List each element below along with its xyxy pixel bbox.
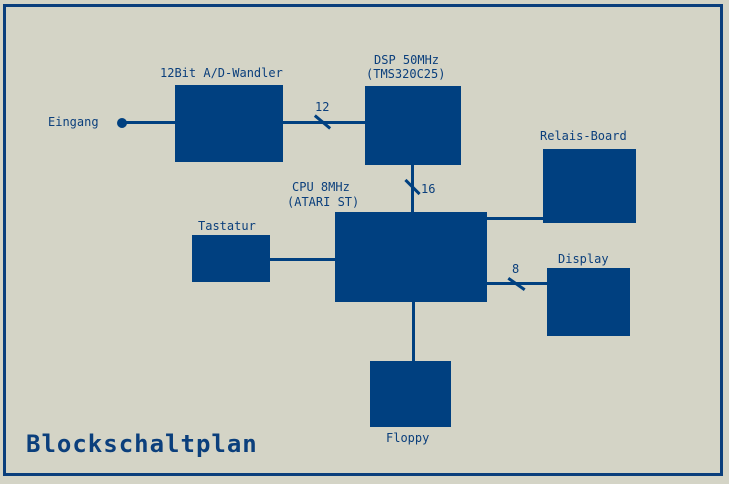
input-line [122,121,176,124]
cpu-block [335,212,487,302]
bus-width-label: 12 [315,100,330,114]
floppy-block [370,361,451,427]
dsp-label: DSP 50MHz [374,53,440,67]
tastatur-block [192,235,270,282]
relais-label: Relais-Board [540,129,627,143]
cpu-floppy-line [412,302,415,362]
bus-width-label: 8 [512,262,520,276]
cpu-label: CPU 8MHz [292,180,350,194]
diagram-title: Blockschaltplan [26,430,258,458]
dsp-block [365,86,461,165]
tastatur-cpu-line [270,258,335,261]
cpu-sublabel: (ATARI ST) [287,195,360,209]
bus-width-label: 16 [421,182,436,196]
dsp-sublabel: (TMS320C25) [366,67,446,81]
input-label: Eingang [48,115,99,129]
relais-block [543,149,636,223]
cpu-relais-line [487,217,543,220]
floppy-label: Floppy [386,431,430,445]
diagram-frame [3,4,723,476]
display-block [547,268,630,336]
adc-block [175,85,283,162]
display-label: Display [558,252,609,266]
adc-label: 12Bit A/D-Wandler [160,66,283,80]
tastatur-label: Tastatur [198,219,256,233]
